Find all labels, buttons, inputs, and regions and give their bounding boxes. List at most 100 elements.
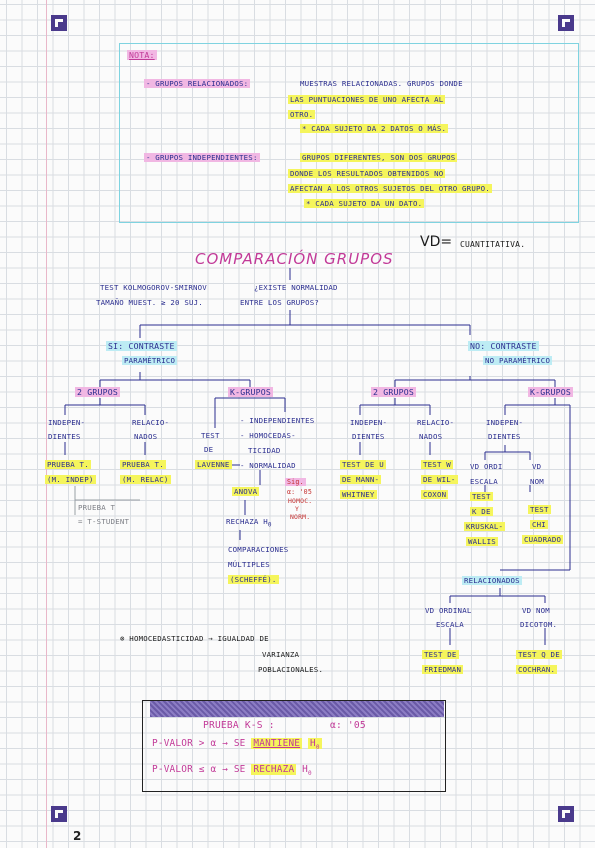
alpha-note-1: Sig. (285, 478, 306, 486)
k-condition-1: - INDEPENDIENTES (240, 416, 315, 425)
chi-square-1: TEST (528, 505, 551, 514)
independent-groups-line1: GRUPOS DIFERENTES, SON DOS GRUPOS (300, 153, 458, 162)
multiple-comparisons-1: COMPARACIONES (228, 545, 289, 554)
ttest-related-2: (M. RELAC) (120, 475, 171, 484)
friedman-1: TEST DE (422, 650, 459, 659)
ks-rule-keep: P-VALOR > α → SE MANTIENE H0 (152, 738, 322, 751)
corner-mark-bottom-right (558, 806, 574, 822)
question-line2-right: ENTRE LOS GRUPOS? (240, 298, 320, 307)
ordinal-vd-2: ESCALA (470, 477, 498, 486)
vd-value: CUANTITATIVA. (460, 240, 526, 249)
param-k-groups: K-GRUPOS (228, 387, 274, 397)
cochran-2: COCHRAN. (516, 665, 558, 674)
levene-2: DE (204, 445, 214, 454)
margin-line (46, 0, 47, 848)
chi-square-2: CHI (530, 520, 548, 529)
cochran-1: TEST Q DE (516, 650, 562, 659)
alpha-note-4: Y (295, 505, 300, 513)
kruskal-wallis-1: TEST (470, 492, 493, 501)
ks-alpha: α: '05 (330, 720, 366, 731)
corner-mark-bottom-left (51, 806, 67, 822)
multiple-comparisons-2: MÚLTIPLES (228, 560, 270, 569)
nonparam-two-groups: 2 GRUPOS (371, 387, 417, 397)
wilcoxon-3: COXON (421, 490, 449, 499)
ks-test-box (142, 700, 446, 792)
wilcoxon-2: DE WIL- (421, 475, 458, 484)
nonparam-k-groups: K-GRUPOS (528, 387, 574, 397)
param-rel-1: RELACIO- (132, 418, 170, 427)
nonparam-k-indep-1: INDEPEN- (486, 418, 524, 427)
nonparam-k-indep-2: DIENTES (488, 432, 521, 441)
ttest-independent-2: (M. INDEP) (45, 475, 96, 484)
ks-rule-reject: P-VALOR ≤ α → SE RECHAZA H0 (152, 764, 312, 777)
k-condition-4: - NORMALIDAD (240, 461, 296, 470)
nonparametric-label-1: NO: CONTRASTE (468, 341, 539, 351)
ordinal-vd-1: VD ORDI (470, 462, 503, 471)
ks-test-hatch-bar (150, 701, 444, 717)
question-line1-right: ¿EXISTE NORMALIDAD (254, 283, 338, 292)
page-title: COMPARACIÓN GRUPOS (195, 250, 394, 268)
nominal-vd-2: NOM (530, 477, 544, 486)
param-indep-1: INDEPEN- (48, 418, 86, 427)
nonparam-rel-2: NADOS (419, 432, 443, 441)
nonparam-indep-1: INDEPEN- (350, 418, 388, 427)
param-indep-2: DIENTES (48, 432, 81, 441)
nonparametric-label-2: NO PARAMÉTRICO (483, 356, 553, 365)
kruskal-wallis-4: WALLIS (466, 537, 498, 546)
alpha-note-3: HOMOC. (288, 497, 313, 505)
k-condition-2: - HOMOCEDAS- (240, 431, 296, 440)
related-groups-label: - GRUPOS RELACIONADOS: (144, 79, 251, 88)
ttest-independent-1: PRUEBA T. (45, 460, 91, 469)
student-note-1: PRUEBA T (78, 503, 116, 512)
independent-groups-line2: DONDE LOS RESULTADOS OBTENIDOS NO (288, 169, 446, 178)
homoc-note-1: ⊗ HOMOCEDASTICIDAD → IGUALDAD DE (120, 634, 269, 643)
vd-label: VD= (420, 234, 453, 250)
param-two-groups: 2 GRUPOS (75, 387, 121, 397)
corner-mark-top-right (558, 15, 574, 31)
mann-whitney-1: TEST DE U (340, 460, 386, 469)
homoc-note-2: VARIANZA (262, 650, 300, 659)
independent-groups-note: * CADA SUJETO DA UN DATO. (304, 199, 425, 208)
related-nominal-1: VD NOM (522, 606, 550, 615)
corner-mark-top-left (51, 15, 67, 31)
kruskal-wallis-3: KRUSKAL- (464, 522, 506, 531)
related-groups-note: * CADA SUJETO DA 2 DATOS O MÁS. (300, 124, 449, 133)
independent-groups-line3: AFECTAN A LOS OTROS SUJETOS DEL OTRO GRU… (288, 184, 492, 193)
levene-3: LAVENNE (195, 460, 232, 469)
levene-1: TEST (201, 431, 220, 440)
kruskal-wallis-2: K DE (470, 507, 493, 516)
related-groups-line2: LAS PUNTUACIONES DE UNO AFECTA AL (288, 95, 446, 104)
mann-whitney-2: DE MANN- (340, 475, 382, 484)
related-nominal-2: DICOTOM. (520, 620, 558, 629)
related-ordinal-1: VD ORDINAL (425, 606, 472, 615)
nota-box (119, 43, 579, 223)
alpha-note-5: NORM. (290, 513, 311, 521)
related-k-label: RELACIONADOS (462, 576, 522, 585)
ks-title: PRUEBA K-S : (203, 720, 275, 731)
parametric-label-2: PARAMÉTRICO (122, 356, 178, 365)
nonparam-rel-1: RELACIO- (417, 418, 455, 427)
independent-groups-label: - GRUPOS INDEPENDIENTES: (144, 153, 260, 162)
homoc-note-3: POBLACIONALES. (258, 665, 324, 674)
student-note-2: = T-STUDENT (78, 517, 130, 526)
parametric-label-1: SI: CONTRASTE (106, 341, 177, 351)
alpha-note-2: α: '05 (287, 488, 313, 496)
k-condition-3: TICIDAD (248, 446, 281, 455)
chi-square-3: CUADRADO (522, 535, 564, 544)
nonparam-indep-2: DIENTES (352, 432, 385, 441)
reject-h0: RECHAZA H0 (226, 517, 272, 529)
related-groups-line1: MUESTRAS RELACIONADAS. GRUPOS DONDE (300, 79, 463, 88)
friedman-2: FRIEDMAN (422, 665, 464, 674)
related-groups-line3: OTRO. (288, 110, 316, 119)
mann-whitney-3: WHITNEY (340, 490, 377, 499)
nota-heading: NOTA: (127, 50, 157, 60)
related-ordinal-2: ESCALA (436, 620, 464, 629)
multiple-comparisons-3: (SCHEFFÉ). (228, 575, 279, 584)
question-line1-left: TEST KOLMOGOROV-SMIRNOV (100, 283, 207, 292)
ttest-related-1: PRUEBA T. (120, 460, 166, 469)
question-line2-left: TAMAÑO MUEST. ≥ 20 SUJ. (96, 298, 203, 307)
param-rel-2: NADOS (134, 432, 158, 441)
nominal-vd-1: VD (532, 462, 542, 471)
